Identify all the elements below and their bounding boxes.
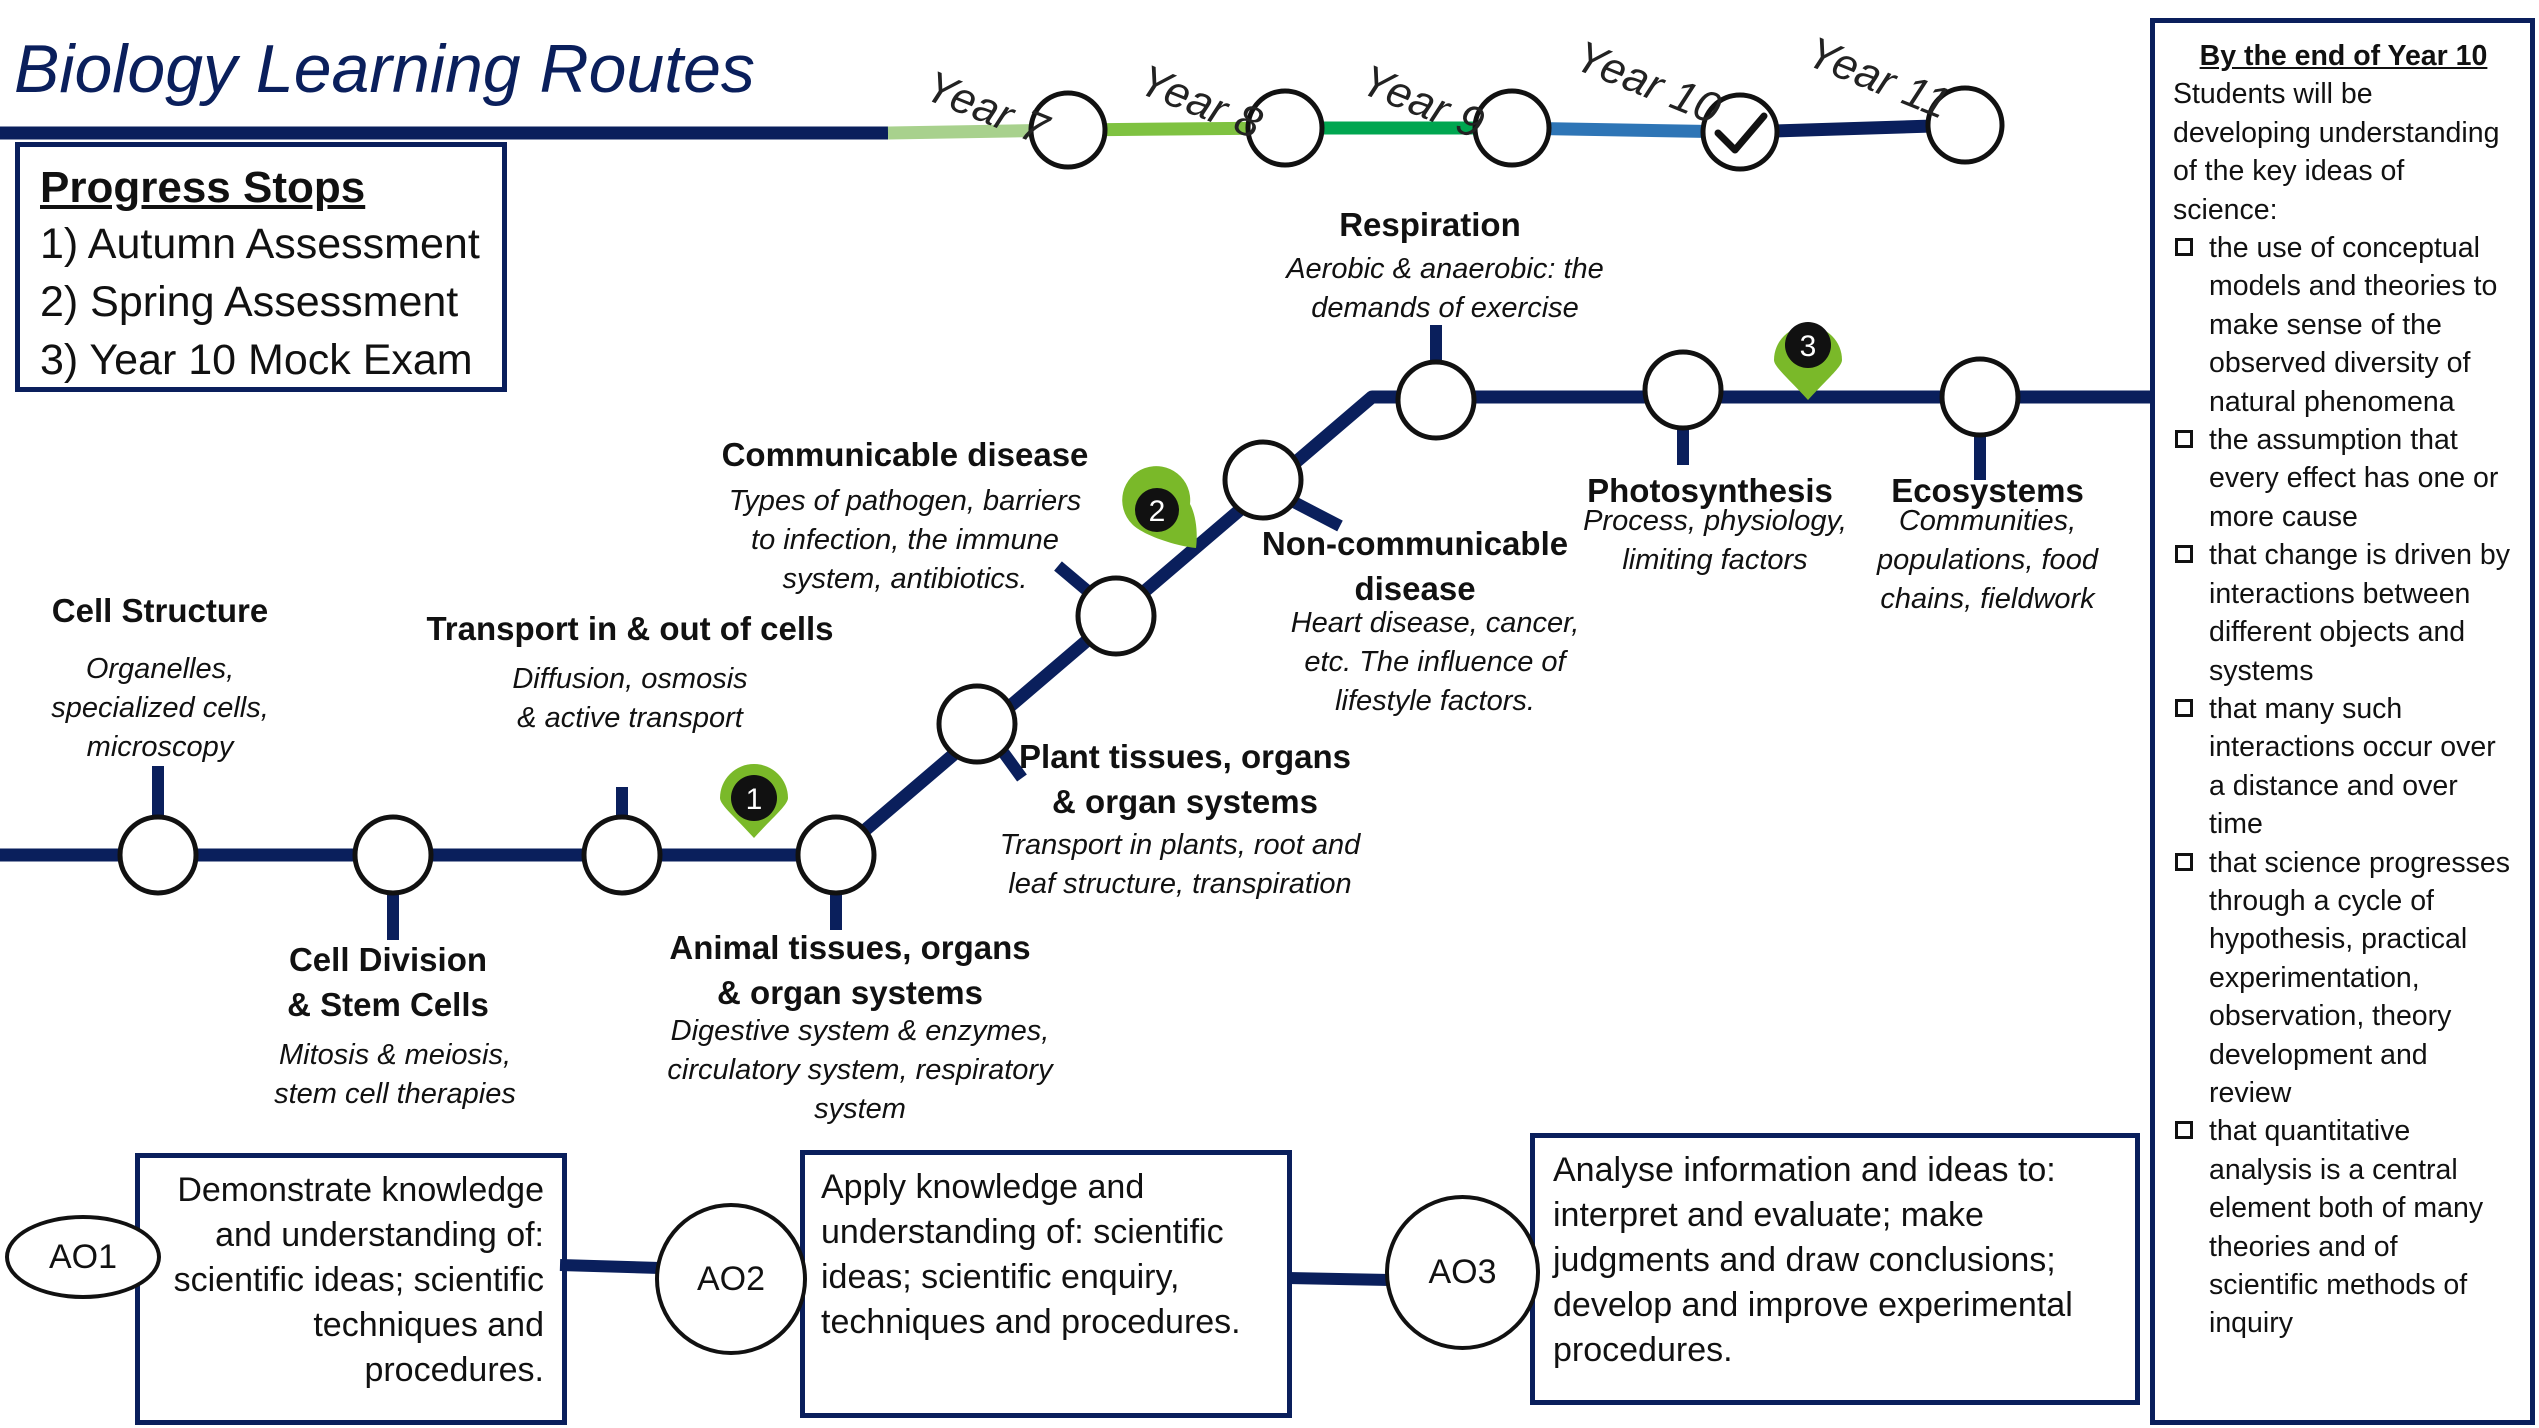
stop-respiration [1395,359,1477,441]
stop-animal-tissues [795,814,877,896]
animal-tissues-desc: Digestive system & enzymes, circulatory … [667,1015,1053,1125]
plant-tissues-title: Plant tissues, organs & organ systems [1019,738,1351,820]
stop-ecosystems [1939,356,2021,438]
photosynthesis-desc: Process, physiology, limiting factors [1583,505,1847,576]
checkbox-list-item: the assumption that every effect has one… [2173,421,2514,536]
plant-tissues-desc: Transport in plants, root and leaf struc… [999,829,1361,900]
legend-item: 3) Year 10 Mock Exam [40,336,473,384]
ecosystems-desc: Communities, populations, food chains, f… [1877,505,2098,615]
ecosystems-title: Ecosystems [1891,472,2084,509]
animal-tissues-title: Animal tissues, organs & organ systems [669,929,1031,1011]
sidebar-list: the use of conceptual models and theorie… [2173,229,2514,1343]
sidebar-intro: Students will be developing understandin… [2173,78,2500,226]
ao2-label: AO2 [655,1203,807,1355]
sidebar-heading: By the end of Year 10 [2199,40,2488,72]
respiration-desc: Aerobic & anaerobic: the demands of exer… [1286,253,1604,324]
checkbox-list-item: that change is driven by interactions be… [2173,536,2514,690]
progress-stops-legend: Progress Stops 1) Autumn Assessment 2) S… [15,142,507,392]
stop-plant-tissues [936,683,1018,765]
stop-cell-division [352,814,434,896]
legend-heading: Progress Stops [40,163,366,212]
marker-2-label: 2 [1149,495,1166,528]
legend-item: 1) Autumn Assessment [40,220,480,268]
communicable-desc: Types of pathogen, barriers to infection… [728,485,1082,595]
marker-3-icon: 3 [1774,322,1842,400]
ao3-description-box: Analyse information and ideas to: interp… [1530,1133,2140,1405]
checkbox-list-item: the use of conceptual models and theorie… [2173,229,2514,421]
ao3-text: Analyse information and ideas to: interp… [1553,1151,2073,1369]
stop-cell-structure [117,814,199,896]
marker-1-icon: 1 [720,764,788,838]
cell-structure-desc: Organelles, specialized cells, microscop… [51,653,269,763]
marker-2-icon: 2 [1122,466,1197,548]
ao1-text: Demonstrate knowledge and understanding … [173,1171,544,1389]
marker-1-label: 1 [746,783,763,816]
ao1-description-box: Demonstrate knowledge and understanding … [135,1153,567,1425]
year9-stop [1472,88,1552,168]
tick-non-communicable [1287,494,1343,532]
stop-transport [581,814,663,896]
year10-stop [1700,92,1780,172]
page-title: Biology Learning Routes [14,31,755,107]
ao1-label: AO1 [5,1215,161,1299]
non-communicable-title: Non-communicable disease [1261,525,1569,607]
stop-communicable [1075,575,1157,657]
cell-structure-title: Cell Structure [51,592,269,629]
checkmark-icon [1714,112,1768,154]
transport-desc: Diffusion, osmosis & active transport [512,663,748,734]
photosynthesis-title: Photosynthesis [1587,472,1833,509]
cell-division-desc: Mitosis & meiosis, stem cell therapies [274,1039,516,1110]
stop-non-communicable [1222,439,1304,521]
ao2-ao3-connector [1287,1272,1391,1286]
year11-stop [1925,85,2005,165]
transport-title: Transport in & out of cells [426,610,834,647]
checkbox-list-item: that quantitative analysis is a central … [2173,1112,2514,1342]
year8-stop [1245,88,1325,168]
ao1-ao2-connector [559,1259,661,1274]
ao3-label: AO3 [1385,1195,1540,1350]
checkbox-list-item: that many such interactions occur over a… [2173,690,2514,844]
marker-3-label: 3 [1800,330,1817,363]
non-communicable-desc: Heart disease, cancer, etc. The influenc… [1290,607,1580,717]
ao2-text: Apply knowledge and understanding of: sc… [821,1168,1241,1341]
year10-goals-panel: By the end of Year 10 Students will be d… [2150,18,2535,1425]
stop-photosynthesis [1642,349,1724,431]
checkbox-list-item: that science progresses through a cycle … [2173,844,2514,1113]
legend-item: 2) Spring Assessment [40,278,459,326]
cell-division-title: Cell Division & Stem Cells [287,941,489,1023]
ao2-description-box: Apply knowledge and understanding of: sc… [800,1150,1292,1418]
tick-communicable [1054,561,1094,598]
year7-stop [1028,90,1108,170]
respiration-title: Respiration [1339,206,1521,243]
communicable-title: Communicable disease [721,436,1089,473]
